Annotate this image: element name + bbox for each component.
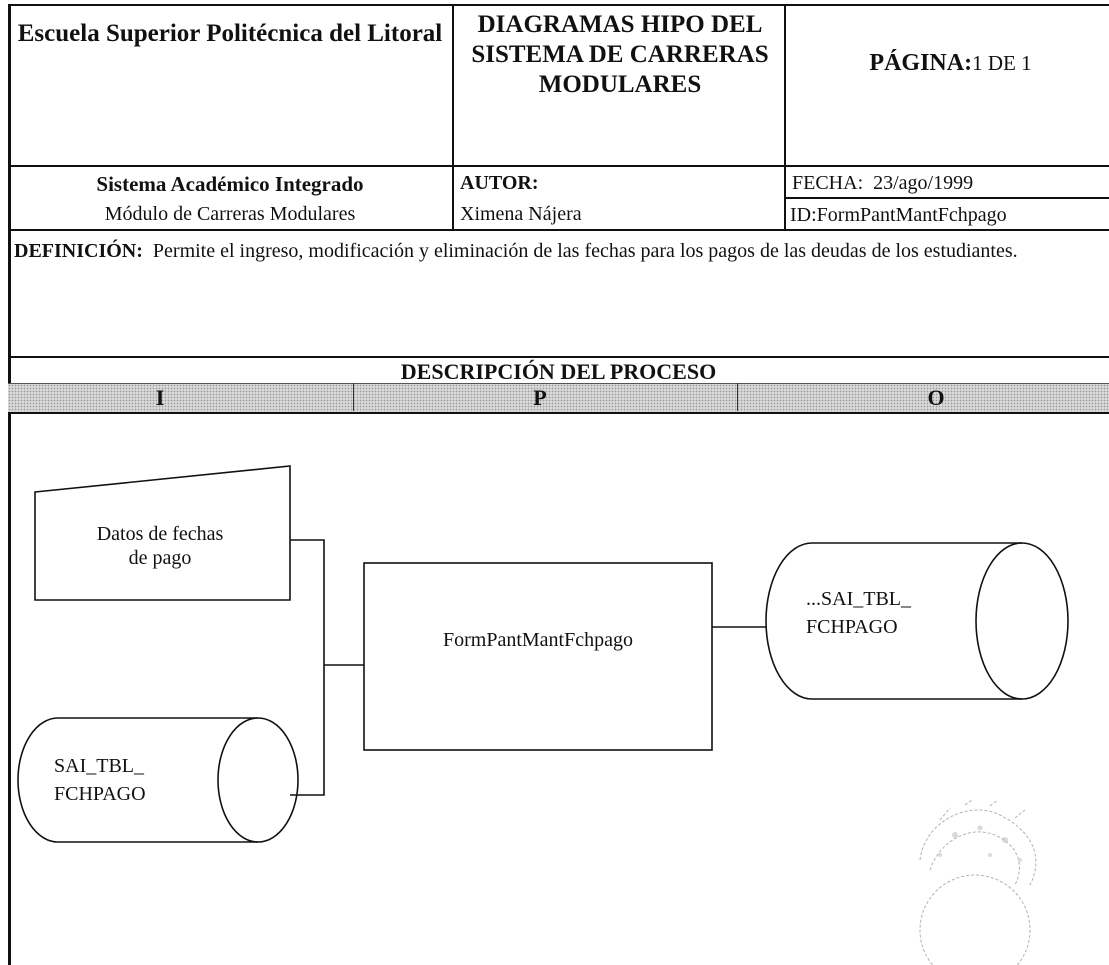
- info-row-line: [8, 229, 1109, 231]
- institution-name: Escuela Superior Politécnica del Litoral: [17, 20, 443, 47]
- input-table-cylinder: [17, 717, 258, 843]
- input-table-line-2: FCHPAGO: [54, 783, 146, 805]
- input-table-line-1: SAI_TBL_: [54, 755, 144, 777]
- process-top-line: [8, 356, 1109, 358]
- manual-input-label: Datos de fechas de pago: [50, 522, 270, 570]
- ipo-column-i: I: [155, 385, 165, 410]
- header-divider-2: [784, 4, 786, 230]
- institution-seal: [919, 800, 1037, 965]
- system-name: Sistema Académico Integrado: [96, 172, 364, 196]
- input-table-label: SAI_TBL_ FCHPAGO: [54, 752, 146, 808]
- page-border-left: [8, 4, 11, 965]
- ipo-column-o: O: [927, 385, 945, 410]
- id-field: ID:FormPantMantFchpago: [790, 204, 1007, 227]
- id-label: ID:: [790, 204, 817, 226]
- manual-input-shape: [34, 465, 291, 601]
- module-name: Módulo de Carreras Modulares: [104, 203, 356, 225]
- author-label: AUTOR:: [460, 172, 539, 194]
- ipo-divider-1: [353, 383, 354, 411]
- header-divider-1: [452, 4, 454, 230]
- page-number: PÁGINA:1 DE 1: [792, 50, 1109, 77]
- output-table-label: ...SAI_TBL_ FCHPAGO: [806, 585, 911, 641]
- process-heading: DESCRIPCIÓN DEL PROCESO: [400, 359, 717, 384]
- header-row-line: [8, 165, 1109, 167]
- output-table-cylinder: [765, 542, 1022, 700]
- process-label: FormPantMantFchpago: [443, 629, 633, 651]
- ipo-divider-2: [737, 383, 738, 411]
- id-row-line: [784, 197, 1109, 199]
- page-label: PÁGINA:: [869, 50, 973, 76]
- ipo-column-p: P: [533, 385, 547, 410]
- output-table-line-2: FCHPAGO: [806, 616, 898, 638]
- id-value: FormPantMantFchpago: [816, 204, 1007, 226]
- definition: DEFINICIÓN: Permite el ingreso, modifica…: [14, 236, 1094, 266]
- date-field: FECHA: 23/ago/1999: [792, 172, 973, 195]
- definition-text: Permite el ingreso, modificación y elimi…: [152, 240, 1018, 262]
- document-title: DIAGRAMAS HIPO DEL SISTEMA DE CARRERAS M…: [471, 11, 769, 98]
- manual-input-line-1: Datos de fechas: [96, 523, 224, 545]
- definition-label: DEFINICIÓN:: [14, 240, 143, 262]
- date-label: FECHA:: [792, 172, 864, 194]
- page-border-top: [8, 4, 1109, 6]
- output-table-line-1: ...SAI_TBL_: [806, 588, 911, 610]
- process-box: [363, 562, 713, 751]
- author-name: Ximena Nájera: [460, 203, 582, 225]
- date-value: 23/ago/1999: [873, 172, 974, 194]
- connector-input-to-process: [290, 539, 325, 796]
- page-value: 1 DE 1: [972, 51, 1032, 75]
- manual-input-line-2: de pago: [128, 547, 192, 569]
- ipo-header: [8, 383, 1109, 414]
